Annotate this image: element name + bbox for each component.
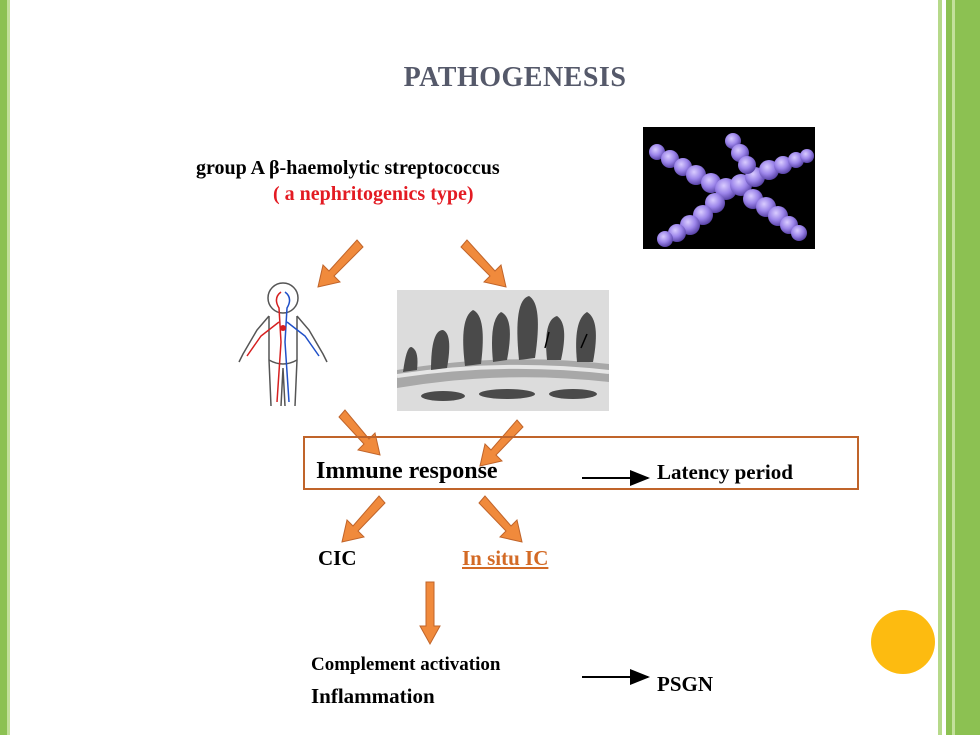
arrow-to-complement <box>419 581 441 646</box>
inflammation-label: Inflammation <box>311 684 435 708</box>
arrow-glomerulus-to-immune <box>479 419 524 467</box>
right-frame-inner-stripe <box>952 0 955 735</box>
accent-circle <box>871 610 935 674</box>
glomerulus-micrograph-image <box>396 290 610 411</box>
organism-label: group A β-haemolytic streptococcus <box>196 157 500 179</box>
immune-response-box <box>303 436 859 490</box>
left-frame-stripe <box>7 0 10 735</box>
arrow-organism-to-glomerulus <box>460 239 507 288</box>
cic-label: CIC <box>318 546 357 570</box>
in-situ-ic-label: In situ IC <box>462 546 549 570</box>
complement-activation-label: Complement activation <box>311 654 501 675</box>
arrow-immune-to-insitu <box>478 495 523 543</box>
right-frame-stripe <box>938 0 942 735</box>
right-frame-bar <box>946 0 980 735</box>
left-frame-bar <box>0 0 7 735</box>
circulatory-system-image <box>233 282 331 410</box>
arrow-immune-to-cic <box>341 495 386 543</box>
slide-title: PATHOGENESIS <box>403 62 627 93</box>
arrow-organism-to-body <box>317 239 364 288</box>
immune-response-label: Immune response <box>316 458 498 484</box>
organism-type-label: ( a nephritogenics type) <box>273 183 474 205</box>
latency-period-label: Latency period <box>657 460 793 484</box>
arrow-body-to-immune <box>338 409 381 456</box>
psgn-label: PSGN <box>657 672 714 696</box>
streptococcus-image <box>643 127 815 249</box>
